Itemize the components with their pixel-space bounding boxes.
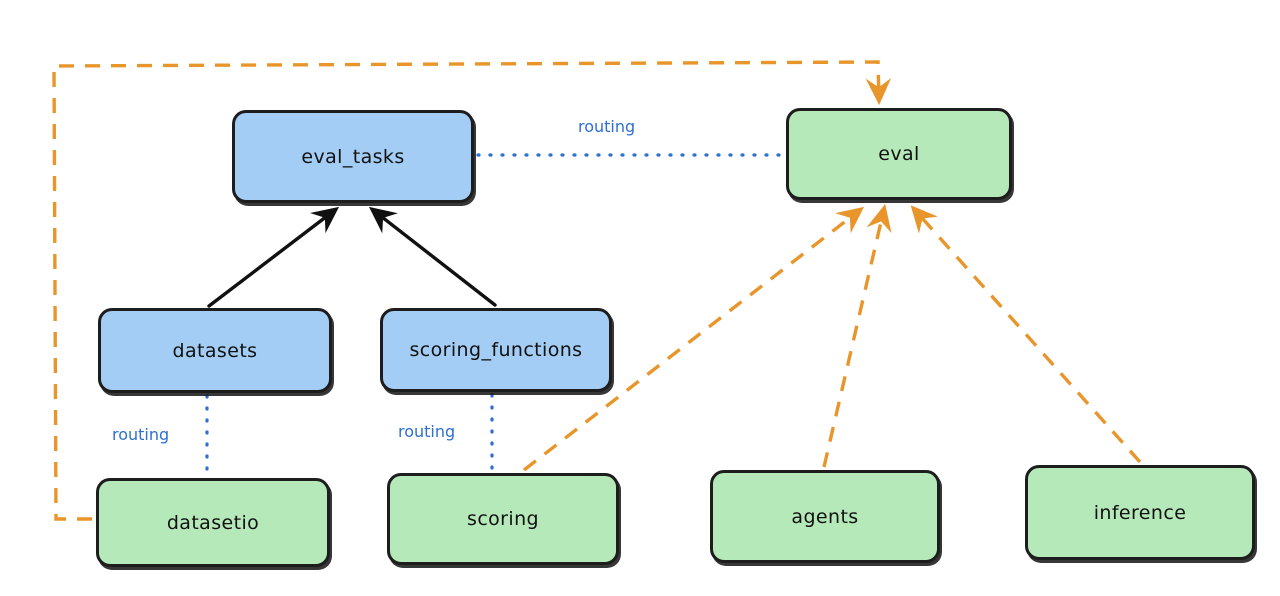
node-label: eval — [878, 143, 920, 165]
edge-label-routing-scoring-functions-scoring: routing — [398, 422, 456, 441]
edge-inference-to-eval — [910, 205, 1142, 464]
node-agents[interactable]: agents — [710, 470, 940, 563]
node-label: datasetio — [166, 511, 260, 534]
node-label: datasets — [172, 339, 258, 362]
edge-datasets-to-eval-tasks — [207, 206, 340, 308]
edge-label-routing-eval-tasks-eval: routing — [578, 117, 636, 136]
node-label: inference — [1093, 501, 1187, 524]
node-label: agents — [791, 505, 859, 528]
node-scoring-functions[interactable]: scoring_functions — [380, 308, 612, 392]
node-datasetio[interactable]: datasetio — [96, 478, 330, 567]
node-scoring[interactable]: scoring — [387, 473, 619, 565]
node-label: eval_tasks — [301, 145, 405, 168]
node-datasets[interactable]: datasets — [98, 308, 332, 393]
node-inference[interactable]: inference — [1025, 465, 1255, 560]
edge-scoring-functions-to-eval-tasks — [368, 206, 497, 307]
node-eval-tasks[interactable]: eval_tasks — [232, 110, 474, 203]
edge-agents-to-eval — [822, 204, 892, 468]
node-label: scoring_functions — [409, 339, 583, 361]
edge-label-routing-datasets-datasetio: routing — [112, 425, 170, 444]
node-label: scoring — [467, 508, 539, 530]
edge-scoring-to-eval — [522, 206, 865, 472]
node-eval[interactable]: eval — [786, 108, 1012, 200]
